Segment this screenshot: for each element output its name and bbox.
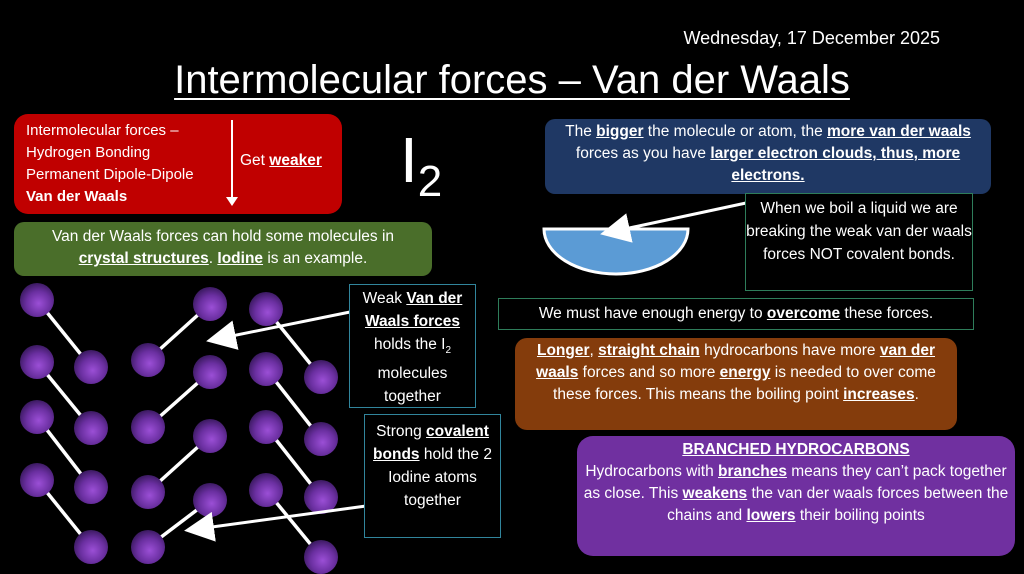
weaker-label: Get weaker (240, 152, 322, 169)
covalent-callout: Strong covalent bonds hold the 2 Iodine … (364, 414, 501, 538)
force-list-item: Hydrogen Bonding (26, 144, 151, 161)
slide-title: Intermolecular forces – Van der Waals (174, 58, 850, 102)
molecule-size-box: The bigger the molecule or atom, the mor… (545, 119, 991, 194)
iodine-formula: I2 (400, 124, 443, 206)
straight-chain-box: Longer, straight chain hydrocarbons have… (515, 338, 957, 430)
slide-date: Wednesday, 17 December 2025 (683, 28, 941, 48)
down-arrow-icon (226, 120, 238, 206)
branched-hydrocarbons-box: BRANCHED HYDROCARBONS Hydrocarbons with … (577, 436, 1015, 556)
boiling-note-box: When we boil a liquid we are breaking th… (745, 193, 973, 291)
iodine-atoms (20, 283, 338, 574)
branched-heading: BRANCHED HYDROCARBONS (682, 441, 910, 458)
force-list-item: Van der Waals (26, 188, 128, 205)
boil-arrow (600, 201, 747, 243)
energy-note-box: We must have enough energy to overcome t… (498, 298, 974, 330)
crystal-text: Van der Waals forces can hold some molec… (51, 228, 395, 245)
vdw-callout: Weak Van der Waals forces holds the I2 m… (349, 284, 476, 408)
force-list: Intermolecular forces – Hydrogen Bonding… (26, 120, 194, 208)
vdw-arrow (206, 310, 351, 350)
crystal-structure-box: Van der Waals forces can hold some molec… (14, 222, 432, 276)
crystal-text-2: crystal structures. Iodine is an example… (78, 250, 368, 267)
beaker-liquid (542, 227, 690, 276)
force-list-item: Permanent Dipole-Dipole (26, 166, 194, 183)
force-list-item: Intermolecular forces – (26, 122, 179, 139)
force-strength-box: Intermolecular forces – Hydrogen Bonding… (14, 114, 342, 214)
covalent-arrow (184, 504, 367, 542)
